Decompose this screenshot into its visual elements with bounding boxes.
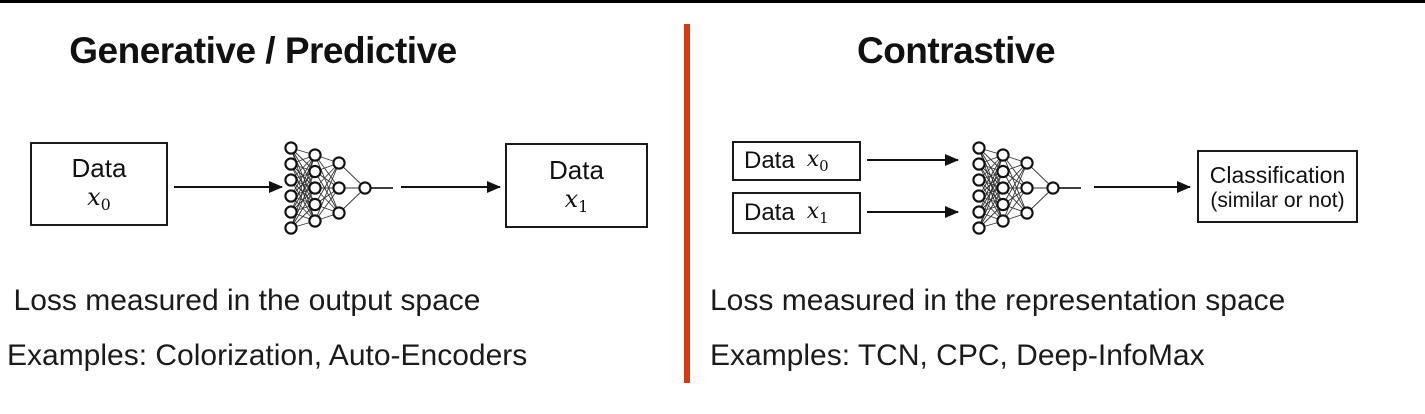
similar-or-not-label: (similar or not) bbox=[1210, 189, 1345, 213]
math-x0: x0 bbox=[806, 147, 829, 175]
generative-examples-text: Examples: Colorization, Auto-Encoders bbox=[7, 339, 528, 372]
contrastive-loss-text: Loss measured in the representation spac… bbox=[710, 284, 1286, 317]
data-x1-box: Data x1 bbox=[732, 192, 861, 234]
contrastive-panel: Contrastive Data x0 Data x1 Classificati… bbox=[690, 0, 1425, 414]
generative-panel: Generative / Predictive Data x0 Data x1 … bbox=[0, 0, 684, 414]
generative-loss-text: Loss measured in the output space bbox=[13, 284, 481, 317]
section-divider bbox=[684, 24, 690, 383]
arrow-network-to-data bbox=[401, 186, 500, 189]
math-x0: x0 bbox=[87, 183, 111, 215]
math-x1: x1 bbox=[564, 184, 589, 216]
data-x0-box: Data x0 bbox=[30, 142, 168, 226]
neural-network-icon bbox=[284, 141, 393, 235]
data-label: Data bbox=[744, 147, 795, 175]
classification-label: Classification bbox=[1209, 161, 1346, 188]
data-x1-box: Data x1 bbox=[505, 143, 648, 228]
arrow-x1-to-network bbox=[867, 211, 958, 214]
arrow-data-to-network bbox=[174, 186, 282, 189]
data-x0-box: Data x0 bbox=[732, 141, 861, 181]
neural-network-icon bbox=[972, 141, 1081, 235]
top-border-line bbox=[0, 0, 1425, 3]
contrastive-examples-text: Examples: TCN, CPC, Deep-InfoMax bbox=[710, 339, 1205, 372]
arrow-x0-to-network bbox=[867, 159, 958, 162]
contrastive-title: Contrastive bbox=[856, 30, 1056, 71]
data-label: Data bbox=[549, 154, 604, 185]
math-x1: x1 bbox=[806, 199, 829, 227]
data-label: Data bbox=[744, 199, 795, 227]
classification-box: Classification (similar or not) bbox=[1197, 150, 1358, 223]
generative-title: Generative / Predictive bbox=[69, 30, 457, 71]
data-label: Data bbox=[71, 153, 127, 184]
arrow-network-to-classification bbox=[1094, 186, 1190, 189]
